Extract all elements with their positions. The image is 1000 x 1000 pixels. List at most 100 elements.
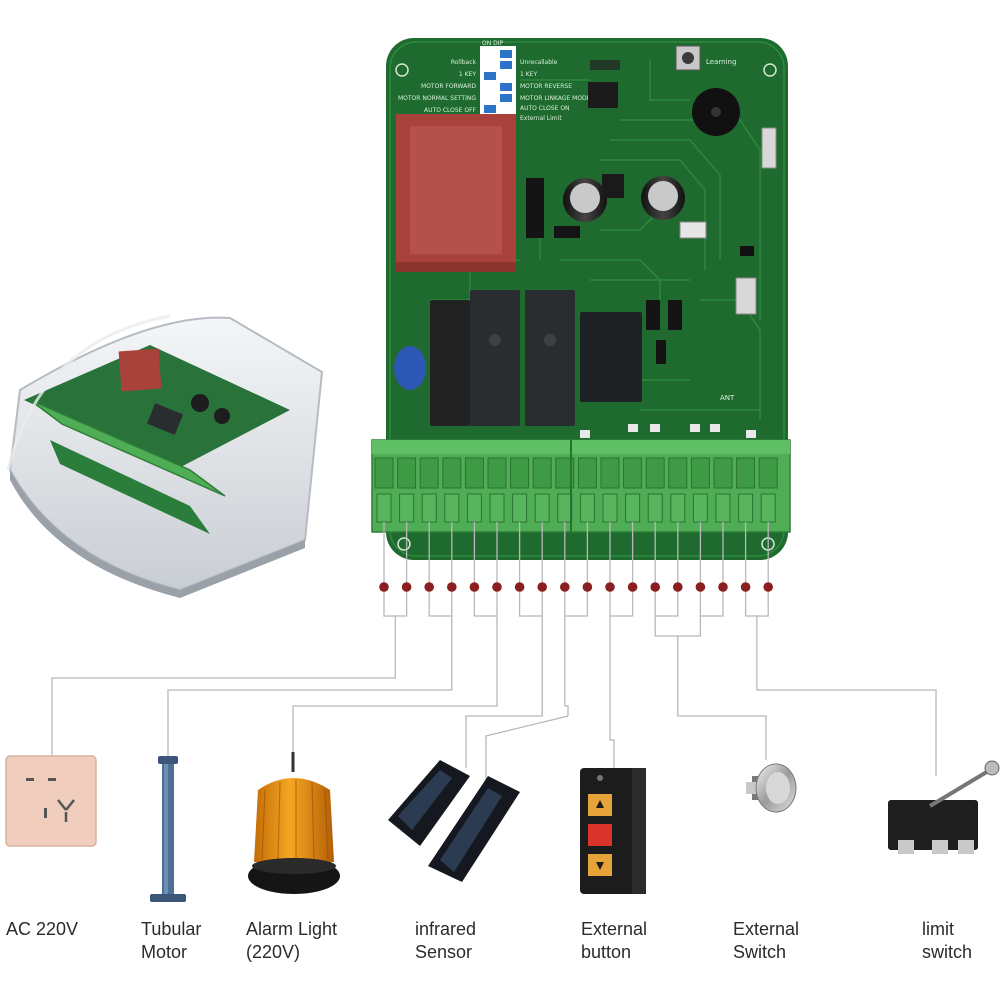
terminal-wire-entry	[625, 493, 641, 523]
terminal-pair-bracket	[518, 587, 543, 617]
terminal-pair-bracket	[744, 587, 769, 617]
dip-labels-left: Rollback 1 KEY MOTOR FORWARD MOTOR NORMA…	[398, 59, 477, 114]
learning-button: Learning	[675, 45, 736, 71]
dip-label: Unrecallable	[520, 59, 558, 66]
terminal-screw-slot[interactable]	[487, 457, 507, 489]
terminal-screw-slot[interactable]	[736, 457, 756, 489]
learning-label: Learning	[706, 58, 736, 66]
wire-infrared-c	[485, 715, 569, 780]
dip-labels-right: Unrecallable 1 KEY MOTOR REVERSE MOTOR L…	[520, 59, 591, 122]
terminal-wire-entry	[466, 493, 482, 523]
label-line: Sensor	[415, 942, 473, 962]
label-line: Tubular	[141, 919, 202, 939]
wire-tubular-motor	[167, 616, 453, 756]
wire-external-switch	[677, 636, 767, 760]
terminal-screw-slot[interactable]	[645, 457, 665, 489]
terminal-wire-entry	[444, 493, 460, 523]
terminal-wire-entry	[738, 493, 754, 523]
dip-label: AUTO CLOSE ON	[520, 105, 570, 112]
terminal-screw-slot[interactable]	[419, 457, 439, 489]
wire-external-button	[609, 616, 615, 768]
wire-ac-220v	[51, 616, 396, 756]
enclosure-product-photo	[6, 314, 324, 598]
terminal-dot	[763, 582, 773, 592]
terminal-screw-slot[interactable]	[555, 457, 575, 489]
terminal-screw-slot[interactable]	[442, 457, 462, 489]
microcontroller-chip	[588, 82, 618, 108]
terminal-screw-slot[interactable]	[668, 457, 688, 489]
terminal-wire-entry	[602, 493, 618, 523]
terminal-wire-entry	[760, 493, 776, 523]
terminal-wire-entry	[534, 493, 550, 523]
tubular-motor-icon	[150, 756, 186, 902]
terminal-pair-bracket	[383, 587, 408, 617]
wall-socket-icon	[5, 755, 97, 847]
terminal-screw-slot[interactable]	[374, 457, 394, 489]
terminal-screw-slot[interactable]	[464, 457, 484, 489]
terminal-block-top	[372, 440, 790, 454]
terminal-screw-slot[interactable]	[600, 457, 620, 489]
terminal-wire-entry	[512, 493, 528, 523]
antenna-label: ANT	[720, 394, 735, 402]
label-alarm-light: Alarm Light (220V)	[246, 918, 337, 964]
main-pcb: ON DIP Rollback 1 KEY MOTOR FORWARD MOTO…	[386, 38, 788, 560]
terminal-wire-entry	[670, 493, 686, 523]
terminal-wire-entry	[647, 493, 663, 523]
terminal-pair-bracket	[428, 587, 453, 617]
white-connector	[679, 221, 707, 239]
label-line: Motor	[141, 942, 188, 962]
terminal-dot	[582, 582, 593, 592]
terminal-pair-bracket	[473, 587, 498, 617]
terminal-screw-slot[interactable]	[690, 457, 710, 489]
terminal-screw-slot[interactable]	[397, 457, 417, 489]
terminal-dot	[514, 582, 525, 592]
wiring-lines	[51, 522, 937, 780]
terminal-wire-entry	[399, 493, 415, 523]
terminal-dot	[673, 582, 683, 592]
terminal-wire-entry	[421, 493, 437, 523]
wire-alarm-light	[292, 616, 498, 752]
terminal-screw-slot[interactable]	[758, 457, 778, 489]
relays	[430, 290, 642, 426]
dip-label: MOTOR REVERSE	[520, 83, 572, 90]
wire-switch-bridge	[654, 616, 702, 637]
terminal-dot	[718, 582, 728, 592]
svg-text:ON DIP: ON DIP	[482, 40, 504, 47]
terminal-wire-entry	[715, 493, 731, 523]
terminal-strip	[371, 439, 791, 533]
terminal-wire-entry	[489, 493, 505, 523]
label-line: (220V)	[246, 942, 301, 962]
terminal-screw-slot[interactable]	[510, 457, 530, 489]
terminal-pair-bracket	[699, 587, 724, 617]
metal-switch-icon	[746, 763, 797, 813]
terminal-screw-slot[interactable]	[713, 457, 733, 489]
dip-label: 1 KEY	[520, 71, 537, 78]
terminal-wire-entry	[692, 493, 708, 523]
terminal-screw-slot[interactable]	[532, 457, 552, 489]
terminal-dot	[740, 582, 751, 592]
dip-label: MOTOR FORWARD	[421, 83, 476, 90]
label-line: Alarm Light	[246, 919, 338, 939]
terminal-dot	[447, 582, 457, 592]
infrared-sensor-icon	[388, 760, 520, 882]
terminal-dot	[379, 582, 389, 592]
terminal-wire-entry	[557, 493, 573, 523]
terminal-dot	[492, 582, 502, 592]
terminal-dot	[560, 582, 570, 592]
terminal-dot	[537, 582, 547, 592]
side-connector	[761, 127, 777, 169]
wire-infrared-a	[465, 616, 543, 768]
transformer	[396, 114, 516, 272]
push-button-box-icon	[580, 768, 646, 894]
label-line: External	[733, 919, 800, 939]
label-line: Switch	[733, 942, 787, 962]
label-line: infrared	[415, 919, 477, 939]
terminal-screw-slot[interactable]	[577, 457, 597, 489]
terminal-screw-slot[interactable]	[623, 457, 643, 489]
label-line: switch	[922, 942, 973, 962]
